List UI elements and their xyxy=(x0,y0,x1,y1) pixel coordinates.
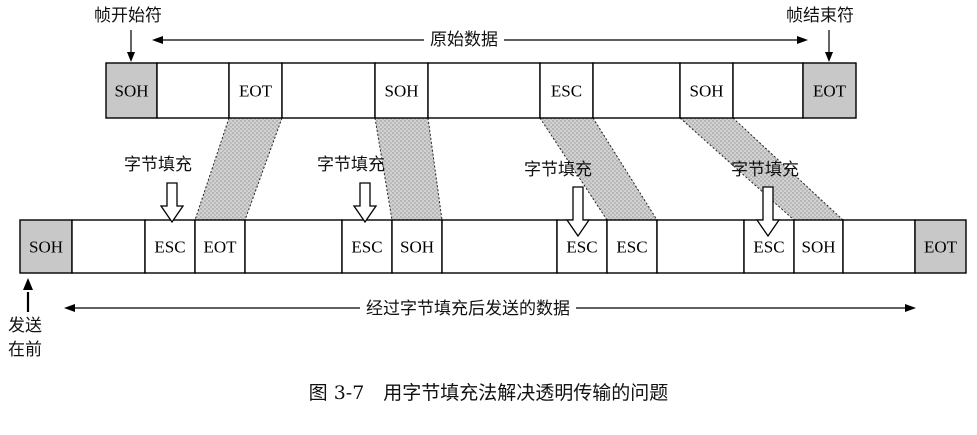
bottom-frame-cell: SOH xyxy=(19,219,73,274)
frame-end-label: 帧结束符 xyxy=(786,6,854,26)
bottom-frame-cell xyxy=(71,219,146,274)
top-frame-cell-label: SOH xyxy=(384,82,418,101)
mapping-band xyxy=(679,117,844,221)
figure-caption: 图 3-7 用字节填充法解决透明传输的问题 xyxy=(308,382,669,404)
stuffing-label-4: 字节填充 xyxy=(731,160,799,180)
frame-end-pointer-arrow xyxy=(825,30,833,62)
bottom-frame-cell: ESC xyxy=(606,219,658,274)
bottom-frame-cell-label: SOH xyxy=(29,238,63,257)
bottom-frame-cell-label: EOT xyxy=(924,238,958,257)
mapping-band xyxy=(539,117,658,221)
stuffing-label-2: 字节填充 xyxy=(317,155,385,175)
bottom-frame-cell xyxy=(441,219,558,274)
top-frame-cell: SOH xyxy=(374,62,429,119)
top-frame-cell-label: ESC xyxy=(551,82,582,101)
frame-start-label: 帧开始符 xyxy=(94,6,162,26)
bottom-frame-cell-label: ESC xyxy=(351,238,382,257)
bottom-frame-cell-label: ESC xyxy=(753,238,784,257)
top-frame-cell xyxy=(156,62,230,119)
top-frame-cell xyxy=(592,62,681,119)
top-frame-cell-label: EOT xyxy=(239,82,273,101)
bottom-frame-cell-label: ESC xyxy=(154,238,185,257)
mapping-band xyxy=(374,117,443,221)
bottom-frame-cell xyxy=(244,219,343,274)
stuffing-insert-arrow xyxy=(352,182,378,224)
stuffing-insert-arrow xyxy=(755,186,781,238)
bottom-frame-cell: SOH xyxy=(391,219,443,274)
top-frame-cell-label: SOH xyxy=(689,82,723,101)
top-frame-cell-label: EOT xyxy=(813,82,847,101)
stuffing-label-1: 字节填充 xyxy=(124,155,192,175)
top-frame-cell: SOH xyxy=(679,62,734,119)
top-frame-cell: EOT xyxy=(802,62,857,119)
bottom-frame-cell-label: ESC xyxy=(616,238,647,257)
stuffing-label-3: 字节填充 xyxy=(524,160,592,180)
top-frame-cell xyxy=(427,62,541,119)
bottom-frame-cell-label: SOH xyxy=(801,238,835,257)
bottom-frame-cell xyxy=(842,219,916,274)
top-frame-cell: EOT xyxy=(228,62,283,119)
stuffed-data-label: 经过字节填充后发送的数据 xyxy=(360,299,576,319)
bottom-frame-cell: EOT xyxy=(914,219,967,274)
top-frame-cell-label: SOH xyxy=(114,82,148,101)
top-frame-cell xyxy=(732,62,804,119)
bottom-frame-cell-label: SOH xyxy=(400,238,434,257)
top-frame-cell: SOH xyxy=(105,62,158,119)
bottom-frame-cell: EOT xyxy=(194,219,246,274)
bottom-frame-cell: ESC xyxy=(341,219,393,274)
top-frame-cell: ESC xyxy=(539,62,594,119)
bottom-frame-cell-label: ESC xyxy=(566,238,597,257)
send-first-label-line1: 发送 xyxy=(8,316,42,336)
stuffing-insert-arrow xyxy=(565,186,591,238)
stuffing-insert-arrow xyxy=(159,182,185,224)
bottom-frame-cell: SOH xyxy=(793,219,844,274)
send-first-label-line2: 在前 xyxy=(8,340,42,360)
original-data-label: 原始数据 xyxy=(424,30,504,50)
bottom-frame-cell xyxy=(656,219,745,274)
bottom-frame-cell: ESC xyxy=(144,219,196,274)
frame-start-pointer-arrow xyxy=(127,30,135,62)
mapping-band xyxy=(194,117,283,221)
send-first-arrow xyxy=(23,278,33,312)
top-frame-cell xyxy=(281,62,376,119)
bottom-frame-cell-label: EOT xyxy=(203,238,237,257)
